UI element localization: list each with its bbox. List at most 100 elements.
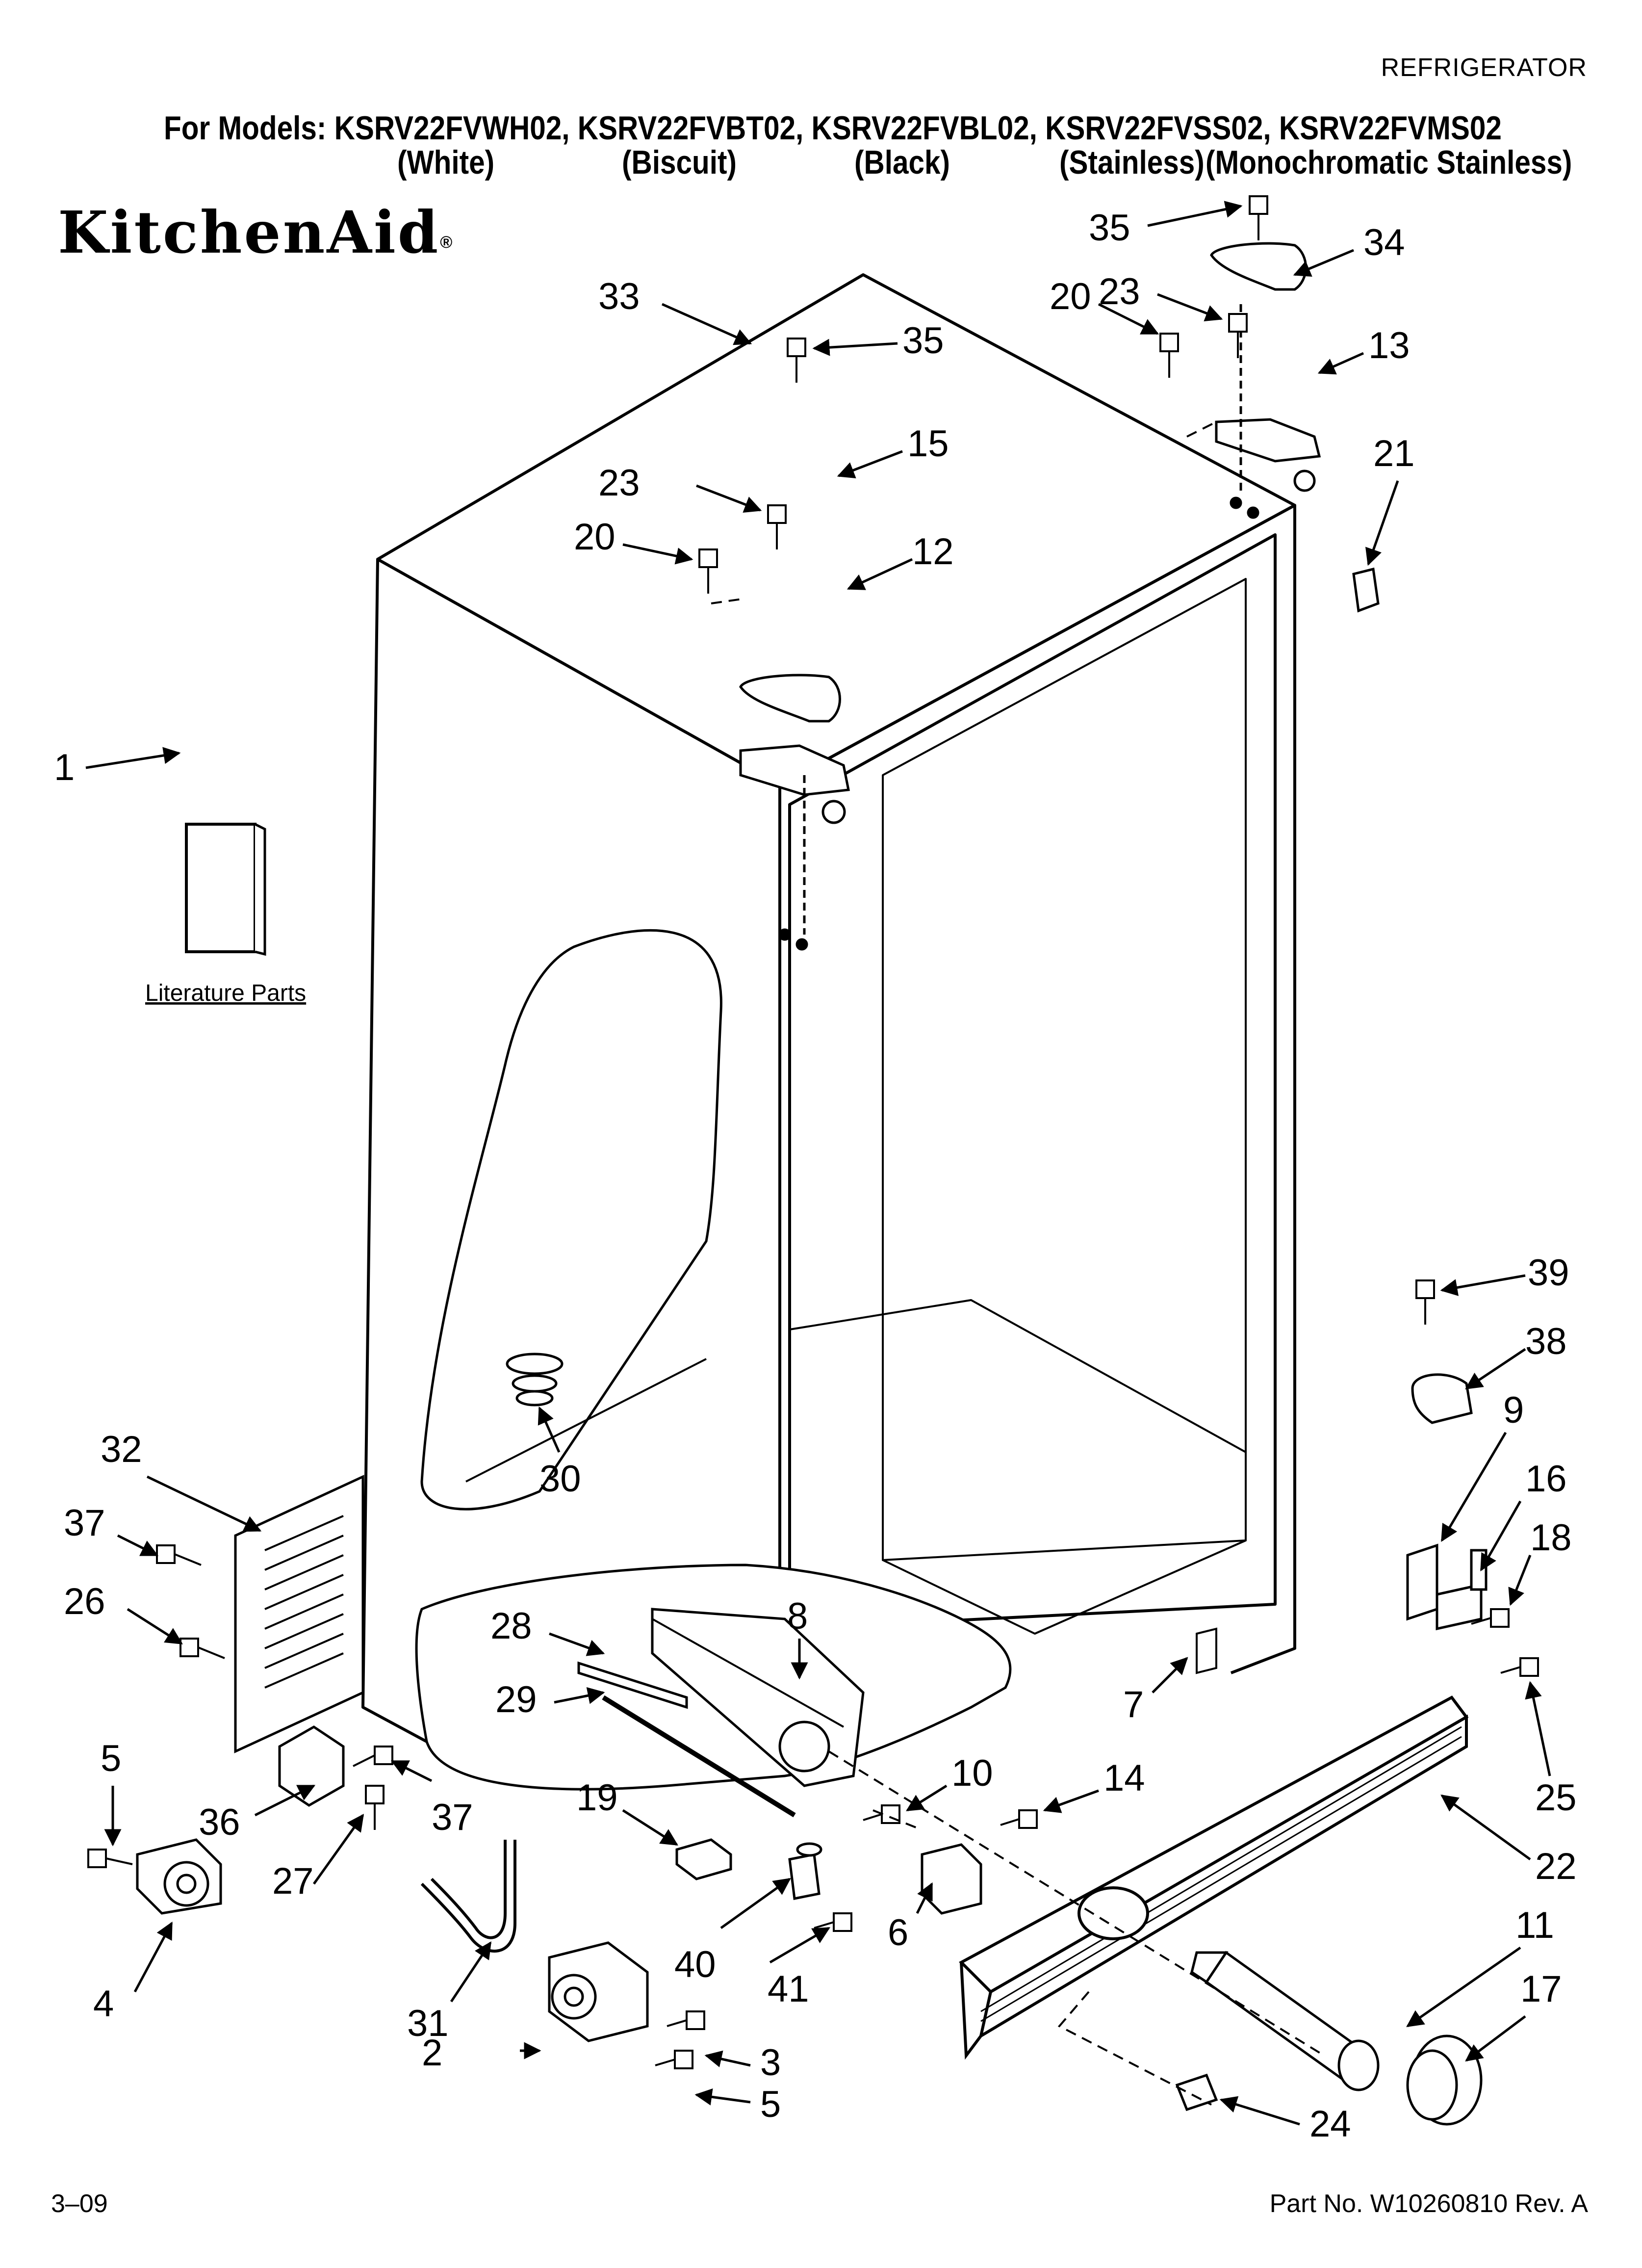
screw-37-bottom: [353, 1746, 393, 1767]
leader-21: [1365, 480, 1399, 566]
callout-13: 13: [1368, 325, 1410, 366]
callout-23b: 23: [598, 462, 640, 504]
screw-5-left: [87, 1849, 133, 1868]
cutaway-left: [420, 929, 722, 1511]
hinge-pin-12: [821, 800, 846, 824]
callout-20a: 20: [1050, 276, 1091, 317]
clip-24: [1175, 2073, 1218, 2112]
leader-34: [1293, 249, 1354, 277]
leader-1: [85, 747, 181, 769]
leader-40: [720, 1877, 791, 1929]
rear-panel-32: [234, 1475, 364, 1753]
leader-26: [127, 1608, 183, 1645]
right-hinge-assembly: [1210, 242, 1380, 613]
leader-22: [1440, 1794, 1531, 1861]
bracket-38: [1411, 1373, 1473, 1424]
hinge-bracket-12: [739, 744, 850, 796]
callout-29: 29: [495, 1679, 537, 1721]
leader-19: [622, 1809, 678, 1846]
leader-39: [1440, 1274, 1526, 1296]
screw-26: [180, 1638, 225, 1659]
water-filter-11: [1190, 1951, 1380, 2091]
drain-pan-30: [506, 1353, 564, 1407]
drain-hose-31: [420, 1840, 516, 1953]
revision-date: 3–09: [51, 2190, 108, 2218]
leader-20a: [1098, 303, 1159, 335]
duct-assembly-8: [651, 1608, 865, 1787]
leader-33: [661, 303, 752, 345]
leader-41: [769, 1927, 831, 1964]
leader-37a: [117, 1534, 159, 1557]
part-7: [1196, 1627, 1217, 1674]
inner-shelf: [789, 1299, 1246, 1453]
callout-27: 27: [272, 1860, 314, 1902]
screw-23-right: [1228, 313, 1248, 358]
leader-28: [549, 1632, 605, 1656]
leader-30: [538, 1406, 561, 1453]
screw-20-right: [1159, 333, 1179, 378]
hinge-cover-34: [1210, 242, 1307, 291]
model-colors: (White) (Biscuit) (Black) (Stainless) (M…: [0, 143, 1642, 187]
callout-36: 36: [199, 1801, 240, 1843]
leader-9: [1440, 1432, 1507, 1542]
callout-2: 2: [422, 2032, 442, 2074]
callout-41: 41: [768, 1968, 809, 2010]
callout-8: 8: [787, 1595, 808, 1637]
callout-37a: 37: [64, 1502, 105, 1544]
diagram-category: REFRIGERATOR: [1381, 53, 1587, 82]
callout-21: 21: [1373, 433, 1415, 474]
callout-5b: 5: [760, 2084, 781, 2125]
leader-15: [837, 450, 903, 479]
screw-27: [365, 1785, 385, 1830]
screws: [87, 195, 1539, 2069]
callout-30: 30: [539, 1458, 581, 1500]
leader-7: [1152, 1657, 1188, 1694]
bracket-36: [278, 1725, 345, 1807]
leader-35b: [812, 339, 898, 356]
screw-14: [1000, 1809, 1038, 1829]
leader-20b: [622, 543, 693, 565]
left-roller-4: [136, 1838, 222, 1915]
callout-31: 31: [407, 2003, 449, 2044]
callout-26: 26: [64, 1581, 105, 1622]
leader-13: [1317, 352, 1364, 375]
leader-5b: [694, 2088, 751, 2106]
leader-4: [133, 1921, 173, 1993]
screw-25: [1500, 1657, 1539, 1677]
tube-29: [602, 1695, 796, 1818]
callout-28: 28: [490, 1605, 532, 1647]
leader-27: [312, 1814, 364, 1885]
screw-35-top-right: [1249, 195, 1268, 240]
leader-18: [1508, 1555, 1532, 1606]
bracket-40: [788, 1842, 822, 1900]
callout-17: 17: [1520, 1968, 1562, 2010]
leader-29: [554, 1687, 605, 1704]
bracket-6: [921, 1843, 982, 1915]
callout-23a: 23: [1099, 271, 1140, 313]
callout-34: 34: [1363, 222, 1405, 263]
leader-lines: [85, 201, 1551, 2126]
hinge-9-16: [1406, 1543, 1488, 1631]
screw-37-left: [156, 1544, 202, 1566]
screw-20-left: [698, 548, 718, 594]
color-black: (Black): [854, 144, 950, 181]
registered-mark: ®: [440, 233, 455, 252]
screw-35-left: [787, 338, 806, 383]
callout-20b: 20: [574, 516, 616, 558]
color-biscuit: (Biscuit): [622, 144, 737, 181]
leader-25: [1525, 1681, 1551, 1776]
screw-5-bottom: [655, 2050, 693, 2069]
callout-14: 14: [1103, 1757, 1145, 1799]
literature-parts-label: Literature Parts: [145, 980, 306, 1006]
hinge-cover-15: [739, 674, 841, 723]
callout-38: 38: [1525, 1321, 1567, 1362]
leader-6: [916, 1882, 933, 1914]
leader-24: [1219, 2096, 1300, 2126]
hinge-9: [1406, 1543, 1438, 1621]
callout-1: 1: [54, 747, 75, 788]
grille-22: [959, 1695, 1469, 2060]
callout-9: 9: [1503, 1389, 1524, 1431]
callout-19: 19: [576, 1777, 618, 1819]
brand-name: KitchenAid: [58, 198, 440, 266]
